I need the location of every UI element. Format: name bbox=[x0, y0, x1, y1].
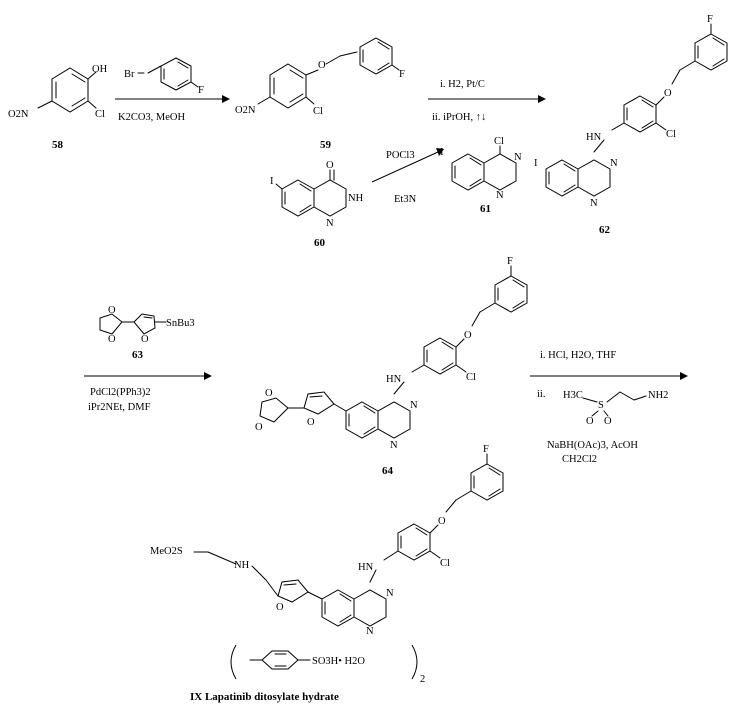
atom-f: F bbox=[707, 14, 713, 25]
atom-o: O bbox=[464, 330, 472, 341]
atom-n: N bbox=[496, 190, 504, 201]
compound-61: Cl N N I 61 bbox=[440, 136, 522, 215]
reagent-f: F bbox=[198, 85, 204, 96]
reagent-br: Br bbox=[124, 69, 135, 80]
conditions-step-5-ii: ii. bbox=[537, 389, 545, 400]
atom-n: N bbox=[386, 588, 394, 599]
atom-cl: Cl bbox=[494, 136, 504, 147]
atom-o: O bbox=[265, 388, 273, 399]
atom-i: I bbox=[534, 158, 538, 169]
reagent-o1: O bbox=[586, 416, 594, 427]
reagent-h3c: H3C bbox=[563, 390, 583, 401]
compound-64: F O HN Cl O O O N N 64 bbox=[255, 256, 528, 477]
conditions-step-4a: PdCl2(PPh3)2 bbox=[90, 387, 151, 398]
atom-cl: Cl bbox=[440, 558, 450, 569]
salt-multiplier: 2 bbox=[420, 674, 425, 685]
arrow-step-3: POCl3 Et3N bbox=[371, 148, 444, 205]
atom-o: O bbox=[108, 334, 116, 345]
compound-label: 61 bbox=[480, 203, 491, 215]
atom-n: N bbox=[366, 626, 374, 637]
atom-snbu3: SnBu3 bbox=[166, 318, 195, 329]
compound-label: 64 bbox=[382, 465, 394, 477]
atom-hn: HN bbox=[358, 562, 374, 573]
atom-f: F bbox=[399, 69, 405, 80]
atom-o: O bbox=[141, 334, 149, 345]
atom-n: N bbox=[326, 218, 334, 229]
atom-n: N bbox=[390, 440, 398, 451]
atom-oh: OH bbox=[92, 64, 108, 75]
atom-o2n: O2N bbox=[235, 105, 256, 116]
atom-n: N bbox=[514, 152, 522, 163]
atom-o: O bbox=[276, 602, 284, 613]
tosylate-salt: SO3H• H2O 2 IX Lapatinib ditosylate hydr… bbox=[190, 644, 425, 703]
atom-n: N bbox=[590, 198, 598, 209]
compound-label: 62 bbox=[599, 224, 611, 236]
atom-o: O bbox=[108, 305, 116, 316]
compound-label-63: 63 bbox=[132, 349, 144, 361]
atom-o2n: O2N bbox=[8, 109, 29, 120]
atom-o: O bbox=[307, 417, 315, 428]
atom-o: O bbox=[326, 160, 334, 171]
atom-o: O bbox=[255, 422, 263, 433]
atom-meo2s: MeO2S bbox=[150, 546, 183, 557]
atom-hn: HN bbox=[386, 374, 402, 385]
conditions-step-5d: CH2Cl2 bbox=[562, 454, 597, 465]
conditions-step-5c: NaBH(OAc)3, AcOH bbox=[547, 440, 638, 451]
conditions-step-3b: Et3N bbox=[394, 194, 417, 205]
compound-58: OH Cl O2N 58 bbox=[8, 64, 108, 151]
compound-label: 59 bbox=[320, 139, 332, 151]
conditions-step-5a: i. HCl, H2O, THF bbox=[540, 350, 616, 361]
compound-label: 60 bbox=[314, 237, 326, 249]
conditions-step-3a: POCl3 bbox=[386, 150, 415, 161]
atom-nh: NH bbox=[234, 560, 250, 571]
atom-n: N bbox=[410, 400, 418, 411]
atom-o: O bbox=[438, 516, 446, 527]
compound-60: O NH N I 60 bbox=[270, 160, 364, 249]
atom-cl: Cl bbox=[466, 372, 476, 383]
arrow-step-4: O O O SnBu3 63 PdCl2(PPh3)2 iPr2NEt, DMF bbox=[84, 305, 212, 413]
compound-62: F O HN Cl N N I 62 bbox=[534, 14, 728, 236]
compound-59: O F Cl O2N 59 bbox=[235, 37, 405, 151]
atom-o: O bbox=[318, 60, 326, 71]
arrow-step-2: i. H2, Pt/C ii. iPrOH, ↑↓ bbox=[428, 79, 546, 123]
conditions-step-1: K2CO3, MeOH bbox=[118, 112, 185, 123]
reagent-o2: O bbox=[604, 416, 612, 427]
atom-cl: Cl bbox=[666, 129, 676, 140]
product-label: IX Lapatinib ditosylate hydrate bbox=[190, 691, 339, 703]
atom-f: F bbox=[507, 256, 513, 267]
atom-n: N bbox=[610, 158, 618, 169]
atom-nh: NH bbox=[348, 193, 364, 204]
conditions-step-2a: i. H2, Pt/C bbox=[440, 79, 485, 90]
atom-i: I bbox=[270, 176, 274, 187]
atom-o: O bbox=[664, 88, 672, 99]
atom-i: I bbox=[440, 147, 444, 158]
reagent-nh2: NH2 bbox=[648, 390, 668, 401]
arrow-step-1: Br F K2CO3, MeOH bbox=[115, 57, 230, 123]
compound-lapatinib: F O HN Cl MeO2S NH O N N bbox=[150, 444, 504, 637]
conditions-step-4b: iPr2NEt, DMF bbox=[88, 402, 151, 413]
atom-hn: HN bbox=[586, 132, 602, 143]
arrow-step-5: i. HCl, H2O, THF ii. H3C S O O NH2 NaBH(… bbox=[530, 350, 688, 465]
reagent-s: S bbox=[598, 400, 604, 411]
atom-f: F bbox=[483, 444, 489, 455]
compound-label: 58 bbox=[52, 139, 64, 151]
salt-group: SO3H• H2O bbox=[312, 656, 365, 667]
atom-cl: Cl bbox=[313, 106, 323, 117]
conditions-step-2b: ii. iPrOH, ↑↓ bbox=[432, 112, 486, 123]
atom-cl: Cl bbox=[95, 109, 105, 120]
